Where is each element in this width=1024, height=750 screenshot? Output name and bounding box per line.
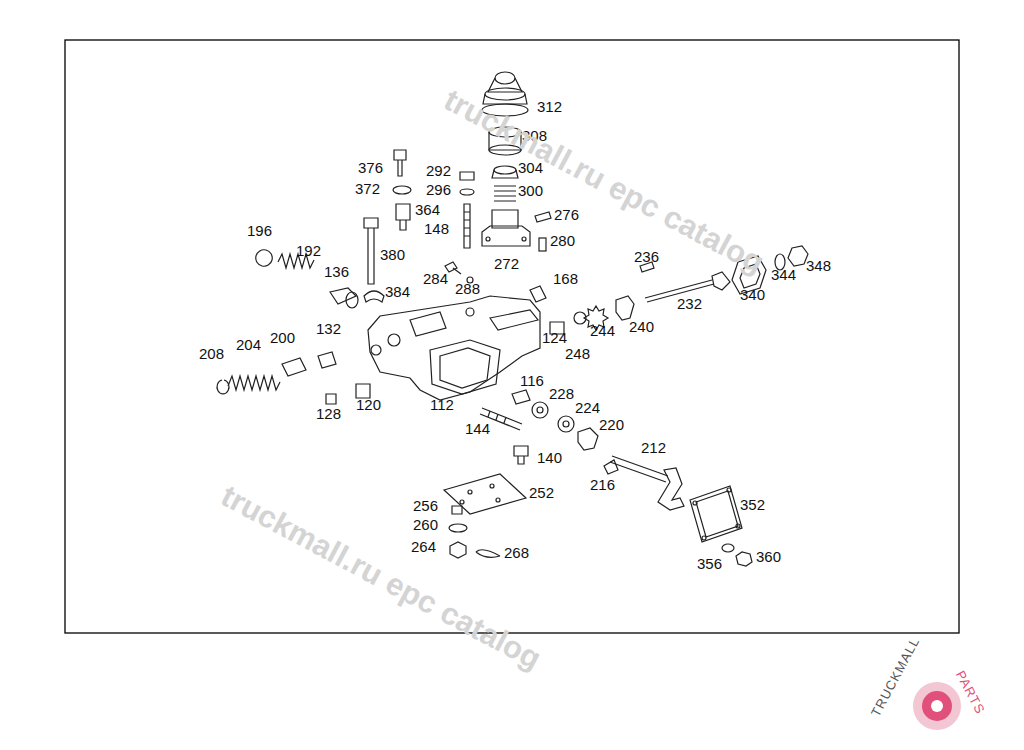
callout-number: 276 [554, 207, 579, 222]
callout-number: 292 [426, 163, 451, 178]
callout-number: 348 [806, 258, 831, 273]
callout-number: 264 [411, 539, 436, 554]
callout-number: 260 [413, 517, 438, 532]
callout-number: 248 [565, 346, 590, 361]
callout-number: 224 [575, 400, 600, 415]
callout-number: 300 [518, 183, 543, 198]
callout-number: 236 [634, 249, 659, 264]
callout-number: 268 [504, 545, 529, 560]
callout-number: 352 [740, 497, 765, 512]
callout-number: 112 [430, 397, 454, 412]
callout-number: 128 [316, 406, 341, 421]
callout-number: 116 [520, 373, 544, 388]
callout-number: 244 [590, 323, 615, 338]
callout-number: 364 [415, 202, 440, 217]
callout-number: 288 [455, 281, 480, 296]
callout-number: 124 [542, 330, 567, 345]
callout-number: 208 [199, 346, 224, 361]
watermark: truckmall.ru epc catalog [215, 478, 547, 677]
callout-number: 212 [641, 440, 666, 455]
callout-number: 140 [537, 450, 562, 465]
callout-number: 272 [494, 256, 519, 271]
callout-number: 312 [537, 99, 562, 114]
callout-number: 252 [529, 485, 554, 500]
callout-number: 144 [465, 421, 490, 436]
callout-number: 296 [426, 182, 451, 197]
watermark: truckmall.ru epc catalog [438, 82, 770, 281]
callout-number: 196 [247, 223, 272, 238]
callout-number: 148 [424, 221, 449, 236]
callout-number: 136 [324, 264, 349, 279]
callout-number: 216 [590, 477, 615, 492]
callout-number: 360 [756, 549, 781, 564]
callout-number: 200 [270, 330, 295, 345]
callout-number: 284 [423, 271, 448, 286]
callout-number: 256 [413, 498, 438, 513]
callout-number: 340 [740, 287, 765, 302]
callout-number: 220 [599, 417, 624, 432]
callout-number: 228 [549, 386, 574, 401]
callout-number: 240 [629, 319, 654, 334]
callout-number: 192 [296, 243, 321, 258]
callout-number: 372 [355, 181, 380, 196]
callout-number: 280 [550, 233, 575, 248]
callout-number: 344 [771, 267, 796, 282]
callout-number: 376 [358, 160, 383, 175]
callout-number: 132 [316, 321, 341, 336]
callout-number: 168 [553, 271, 578, 286]
callout-number: 356 [697, 556, 722, 571]
callout-number: 384 [385, 284, 410, 299]
callout-number: 380 [380, 247, 405, 262]
callout-number: 204 [236, 337, 261, 352]
callout-number: 120 [356, 397, 381, 412]
callout-number: 232 [677, 296, 702, 311]
